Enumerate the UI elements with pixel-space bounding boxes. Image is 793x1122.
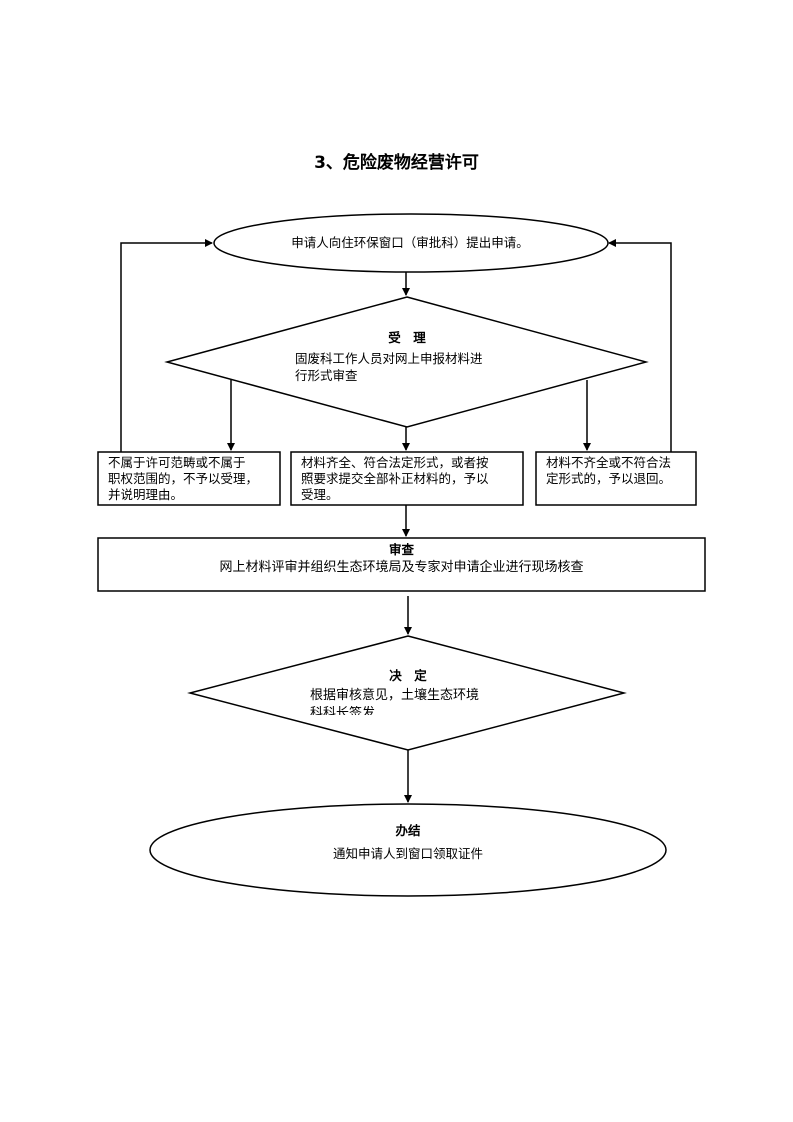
reject-scope-line1: 不属于许可范畴或不属于 xyxy=(108,455,246,470)
return-box xyxy=(535,451,697,506)
review-box xyxy=(97,537,706,592)
accept-diamond xyxy=(164,296,649,428)
reject-scope-box xyxy=(97,451,281,506)
finish-heading: 办结 xyxy=(395,823,421,838)
finish-text: 通知申请人到窗口领取证件 xyxy=(332,846,483,861)
accept-ok-box xyxy=(290,451,524,506)
review-text: 网上材料评审并组织生态环境局及专家对申请企业进行现场核查 xyxy=(219,560,584,575)
arrow-return-loop xyxy=(608,239,672,452)
decide-heading: 决 定 xyxy=(389,668,427,683)
arrow-reject-loop xyxy=(120,239,213,452)
decide-text-line1: 根据审核意见，土壤生态环境 xyxy=(310,688,480,703)
accept-heading: 受 理 xyxy=(388,330,426,345)
accept-text-line2: 行形式审查 xyxy=(295,368,358,383)
accept-ok-line1: 材料齐全、符合法定形式，或者按 xyxy=(301,455,489,470)
apply-text: 申请人向住环保窗口（审批科）提出申请。 xyxy=(291,235,529,250)
accept-ok-line3: 受理。 xyxy=(301,487,339,502)
page-title: 3、危险废物经营许可 xyxy=(314,153,479,173)
finish-ellipse xyxy=(149,803,667,897)
review-heading: 审查 xyxy=(388,542,414,557)
return-line2: 定形式的，予以退回。 xyxy=(546,471,672,486)
reject-scope-line3: 并说明理由。 xyxy=(108,487,184,502)
accept-text-line1: 固废科工作人员对网上申报材料进 xyxy=(295,351,483,366)
return-line1: 材料不齐全或不符合法 xyxy=(546,455,672,470)
accept-ok-line2: 照要求提交全部补正材料的，予以 xyxy=(301,471,489,486)
decide-text-line2: 科科长签发 xyxy=(310,706,376,715)
reject-scope-line2: 职权范围的，不予以受理， xyxy=(108,471,259,486)
